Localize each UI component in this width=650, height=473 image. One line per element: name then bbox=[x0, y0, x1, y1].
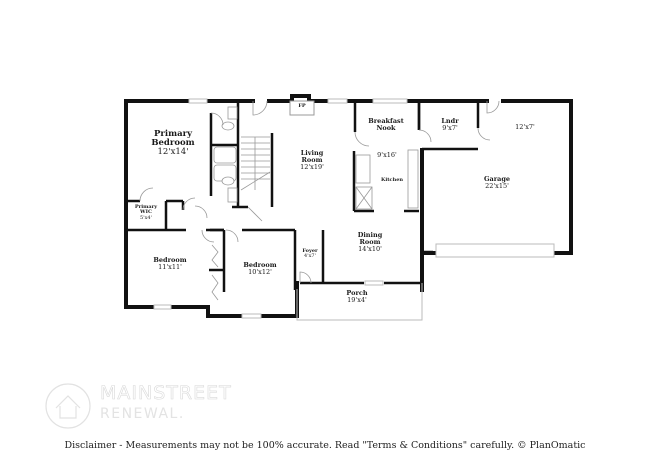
room-dims-garage-storage: 12'x7' bbox=[515, 123, 535, 131]
bath-fixtures bbox=[213, 106, 238, 203]
room-label-primary-bedroom: Primary Bedroom 12'x14' bbox=[151, 129, 195, 157]
logo-text-main: MAINSTREET bbox=[100, 382, 232, 405]
fireplace-label: FP bbox=[298, 103, 306, 109]
room-label-laundry: Lndr 9'x7' bbox=[441, 117, 459, 132]
doors bbox=[139, 100, 500, 301]
disclaimer-text: Disclaimer - Measurements may not be 100… bbox=[64, 440, 586, 451]
room-dims-kitchen: 9'x16' bbox=[377, 151, 397, 159]
room-label-porch: Porch 19'x4' bbox=[346, 289, 368, 304]
logo-text-sub: RENEWAL. bbox=[100, 406, 185, 422]
interior-walls bbox=[126, 101, 480, 292]
room-label-bedroom-3: Bedroom 10'x12' bbox=[243, 261, 277, 276]
room-label-garage: Garage 22'x15' bbox=[483, 175, 511, 190]
room-label-dining-room: Dining Room 14'x10' bbox=[357, 231, 383, 253]
room-label-foyer: Foyer 4'x7' bbox=[302, 248, 318, 260]
exterior-walls bbox=[124, 94, 573, 318]
mainstreet-renewal-logo: MAINSTREET RENEWAL. bbox=[42, 382, 262, 432]
porch-outline bbox=[296, 283, 423, 321]
room-label-living-room: Living Room 12'x19' bbox=[300, 149, 324, 171]
windows bbox=[153, 98, 555, 319]
room-label-primary-wic: Primary WIC 5'x4' bbox=[134, 204, 158, 221]
stairs bbox=[240, 136, 271, 191]
room-label-breakfast-nook: Breakfast Nook bbox=[368, 117, 404, 132]
logo-mark-icon bbox=[45, 383, 91, 429]
room-label-bedroom-2: Bedroom 11'x11' bbox=[153, 256, 187, 271]
kitchen-fixtures bbox=[355, 149, 419, 210]
fireplace bbox=[289, 100, 315, 116]
room-label-kitchen: Kitchen bbox=[380, 177, 404, 183]
